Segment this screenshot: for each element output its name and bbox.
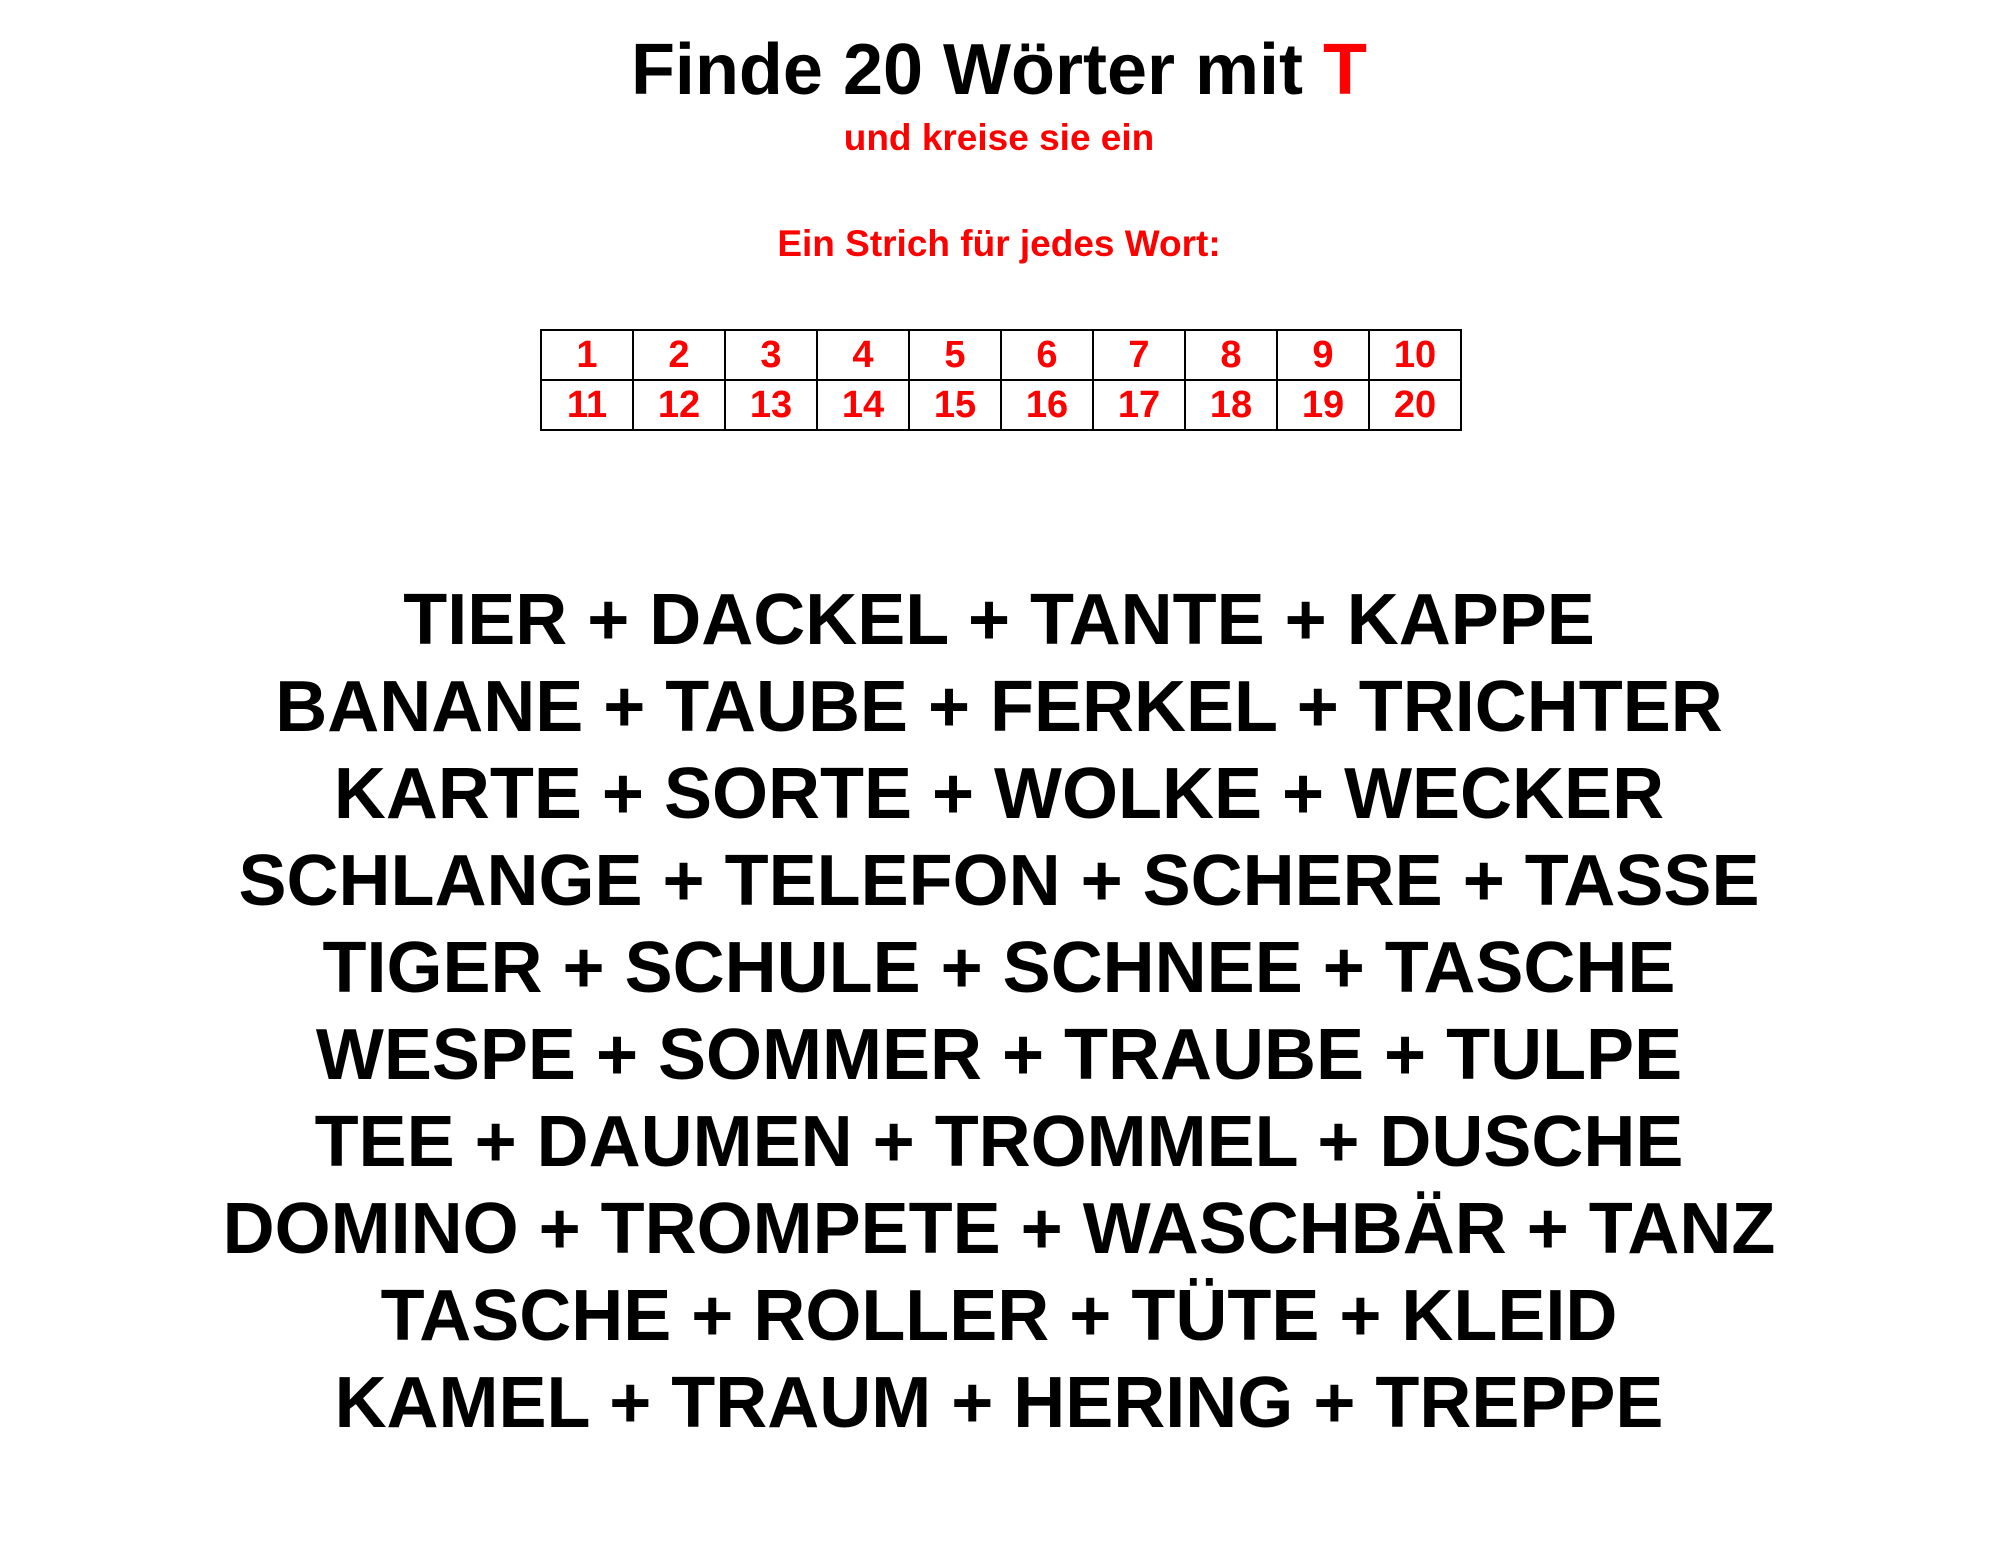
tally-cell[interactable]: 16 bbox=[1000, 379, 1094, 431]
title-letter: T bbox=[1323, 30, 1368, 110]
tally-cell[interactable]: 14 bbox=[816, 379, 910, 431]
subtitle: und kreise sie ein bbox=[843, 117, 1155, 158]
tally-row-2: 11 12 13 14 15 16 17 18 19 20 bbox=[540, 379, 1462, 431]
tally-cell[interactable]: 17 bbox=[1092, 379, 1186, 431]
tally-cell[interactable]: 5 bbox=[908, 329, 1002, 381]
tally-cell[interactable]: 3 bbox=[724, 329, 818, 381]
tally-cell[interactable]: 15 bbox=[908, 379, 1002, 431]
tally-instruction: Ein Strich für jedes Wort: bbox=[777, 223, 1221, 264]
page-title: Finde 20 Wörter mit T bbox=[0, 28, 1998, 112]
word-line-2[interactable]: BANANE + TAUBE + FERKEL + TRICHTER bbox=[275, 667, 1723, 747]
tally-table: 1 2 3 4 5 6 7 8 9 10 11 12 13 14 15 16 1… bbox=[540, 329, 1462, 431]
tally-cell[interactable]: 11 bbox=[540, 379, 634, 431]
tally-cell[interactable]: 4 bbox=[816, 329, 910, 381]
tally-cell[interactable]: 8 bbox=[1184, 329, 1278, 381]
tally-cell[interactable]: 9 bbox=[1276, 329, 1370, 381]
word-line-8[interactable]: DOMINO + TROMPETE + WASCHBÄR + TANZ bbox=[222, 1189, 1776, 1269]
tally-cell[interactable]: 13 bbox=[724, 379, 818, 431]
word-line-1[interactable]: TIER + DACKEL + TANTE + KAPPE bbox=[403, 580, 1595, 660]
tally-cell[interactable]: 12 bbox=[632, 379, 726, 431]
word-line-6[interactable]: WESPE + SOMMER + TRAUBE + TULPE bbox=[315, 1015, 1683, 1095]
title-text: Finde 20 Wörter mit bbox=[630, 30, 1324, 110]
word-line-9[interactable]: TASCHE + ROLLER + TÜTE + KLEID bbox=[380, 1276, 1618, 1356]
tally-cell[interactable]: 19 bbox=[1276, 379, 1370, 431]
tally-cell[interactable]: 1 bbox=[540, 329, 634, 381]
tally-cell[interactable]: 20 bbox=[1368, 379, 1462, 431]
tally-cell[interactable]: 18 bbox=[1184, 379, 1278, 431]
tally-cell[interactable]: 10 bbox=[1368, 329, 1462, 381]
tally-cell[interactable]: 2 bbox=[632, 329, 726, 381]
word-line-3[interactable]: KARTE + SORTE + WOLKE + WECKER bbox=[333, 754, 1665, 834]
word-line-4[interactable]: SCHLANGE + TELEFON + SCHERE + TASSE bbox=[238, 841, 1760, 921]
tally-cell[interactable]: 7 bbox=[1092, 329, 1186, 381]
word-line-7[interactable]: TEE + DAUMEN + TROMMEL + DUSCHE bbox=[314, 1102, 1684, 1182]
tally-row-1: 1 2 3 4 5 6 7 8 9 10 bbox=[540, 329, 1462, 381]
tally-cell[interactable]: 6 bbox=[1000, 329, 1094, 381]
word-line-10[interactable]: KAMEL + TRAUM + HERING + TREPPE bbox=[334, 1363, 1664, 1443]
word-list: TIER + DACKEL + TANTE + KAPPE BANANE + T… bbox=[0, 577, 1998, 1447]
word-line-5[interactable]: TIGER + SCHULE + SCHNEE + TASCHE bbox=[322, 928, 1676, 1008]
